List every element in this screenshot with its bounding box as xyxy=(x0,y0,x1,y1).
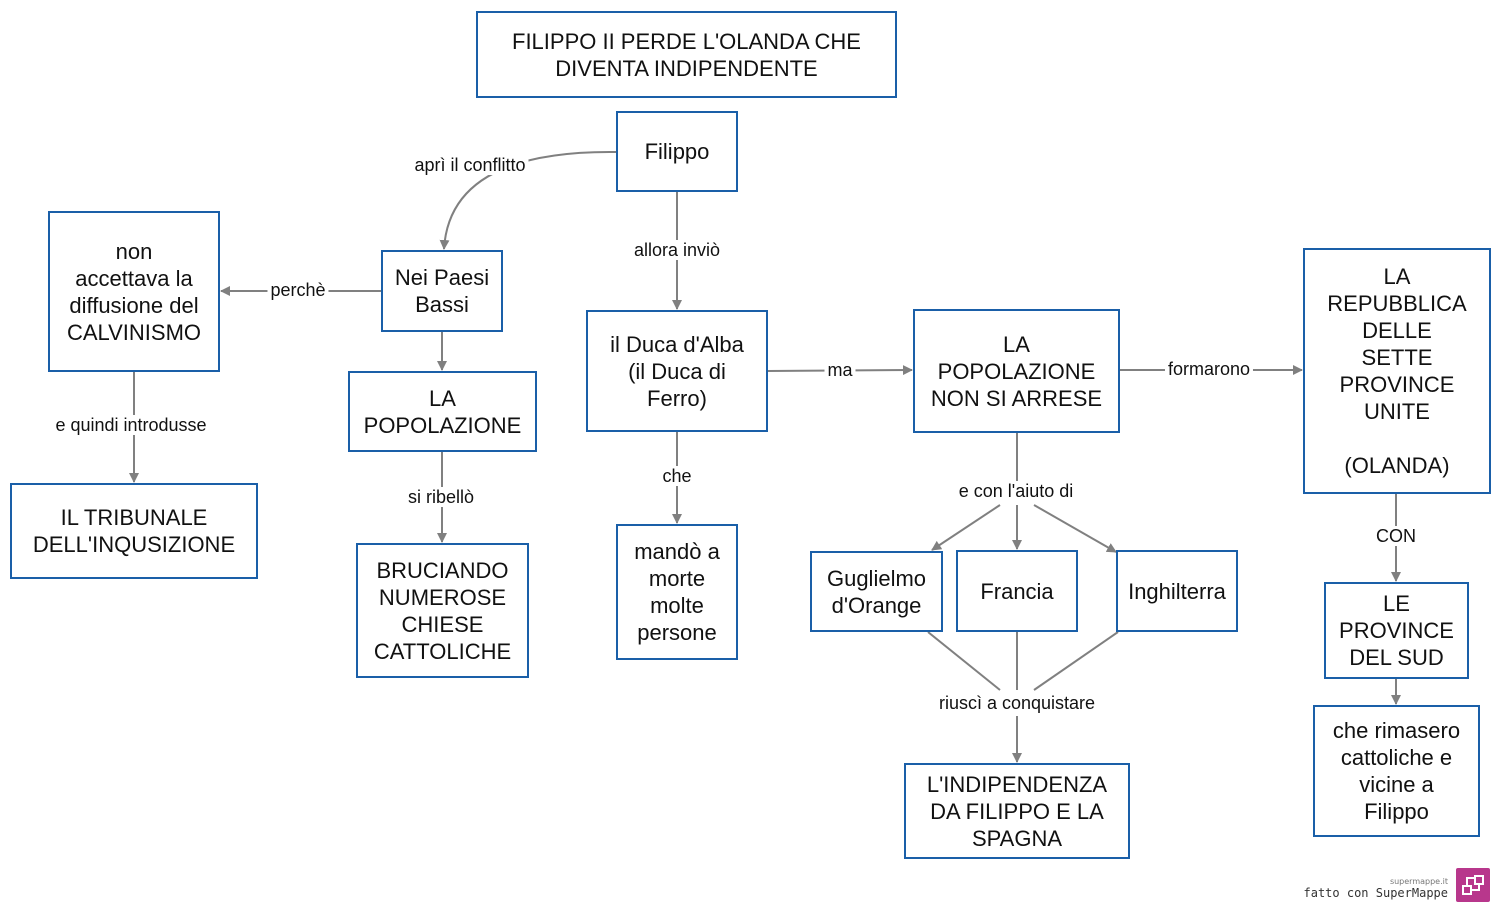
footer-made-with: fatto con SuperMappe xyxy=(1303,886,1449,900)
label-riusci-conquistare: riuscì a conquistare xyxy=(935,693,1099,713)
edge-guglielmo-merge xyxy=(927,631,1001,691)
tribunale-node: IL TRIBUNALE DELL'INQUSIZIONE xyxy=(10,483,258,579)
repubblica-node: LA REPUBBLICA DELLE SETTE PROVINCE UNITE… xyxy=(1303,248,1491,494)
guglielmo-node: Guglielmo d'Orange xyxy=(810,551,943,632)
edge-split-inghilterra xyxy=(1033,504,1117,553)
label-apri-conflitto: aprì il conflitto xyxy=(411,155,529,175)
edge-split-guglielmo xyxy=(931,504,1001,551)
rimasero-node: che rimasero cattoliche e vicine a Filip… xyxy=(1313,705,1480,837)
footer-site-url: supermappe.it xyxy=(1389,877,1448,886)
paesi-bassi-node: Nei Paesi Bassi xyxy=(381,250,503,332)
label-con: CON xyxy=(1373,526,1419,546)
duca-alba-node: il Duca d'Alba (il Duca di Ferro) xyxy=(586,310,768,432)
francia-node: Francia xyxy=(956,550,1078,632)
edge-inghilterra-merge xyxy=(1033,631,1119,691)
non-arrese-node: LA POPOLAZIONE NON SI ARRESE xyxy=(913,309,1120,433)
label-e-quindi-introdusse: e quindi introdusse xyxy=(52,415,210,435)
indipendenza-node: L'INDIPENDENZA DA FILIPPO E LA SPAGNA xyxy=(904,763,1130,859)
supermappe-logo-icon xyxy=(1456,868,1490,902)
inghilterra-node: Inghilterra xyxy=(1116,550,1238,632)
title-node: FILIPPO II PERDE L'OLANDA CHE DIVENTA IN… xyxy=(476,11,897,98)
label-che: che xyxy=(659,466,695,486)
bruciando-node: BRUCIANDO NUMEROSE CHIESE CATTOLICHE xyxy=(356,543,529,678)
province-sud-node: LE PROVINCE DEL SUD xyxy=(1324,582,1469,679)
filippo-node: Filippo xyxy=(616,111,738,192)
mando-node: mandò a morte molte persone xyxy=(616,524,738,660)
label-formarono: formarono xyxy=(1164,359,1254,379)
footer-brand: supermappe.it fatto con SuperMappe xyxy=(1290,866,1494,906)
label-ma: ma xyxy=(824,360,856,380)
label-e-con-aiuto: e con l'aiuto di xyxy=(955,481,1077,501)
label-allora-invio: allora inviò xyxy=(630,240,724,260)
calvinismo-node: non accettava la diffusione del CALVINIS… xyxy=(48,211,220,372)
popolazione-node: LA POPOLAZIONE xyxy=(348,371,537,452)
edge-filippo-paesi-bassi xyxy=(439,150,617,250)
label-si-ribello: si ribellò xyxy=(404,487,478,507)
label-perche: perchè xyxy=(267,280,329,300)
